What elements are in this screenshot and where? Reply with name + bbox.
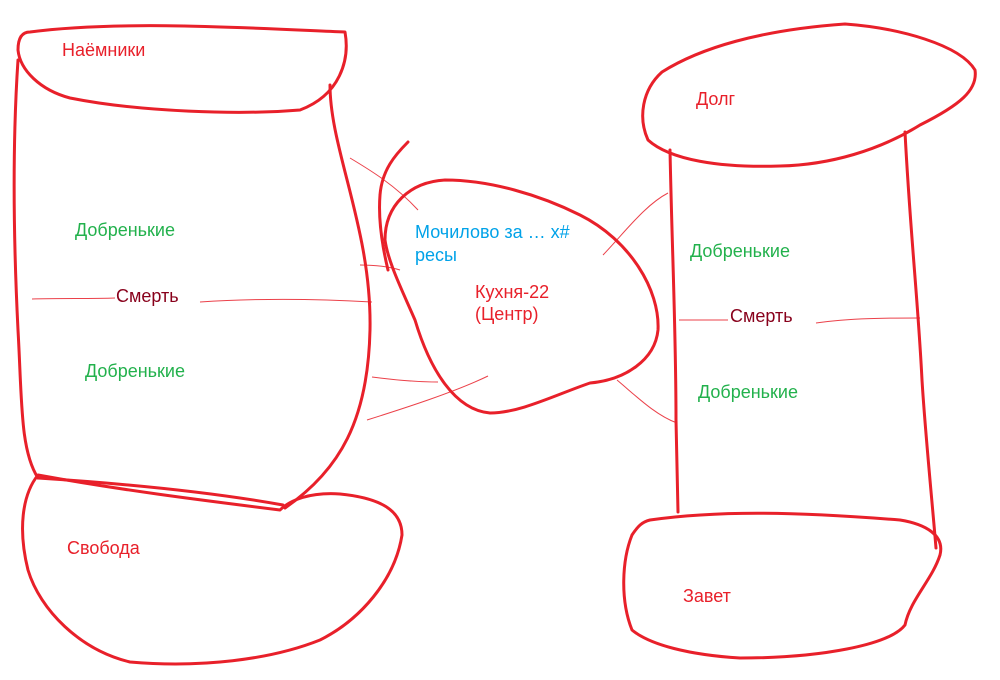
- left-bottom-blob: [21, 473, 404, 666]
- center-title: Кухня-22: [475, 282, 550, 302]
- center-blob: [383, 178, 660, 415]
- right-column-right-edge: [903, 130, 938, 550]
- connector-right-lower: [616, 379, 678, 424]
- connector-left-lower-2: [366, 375, 489, 421]
- right-divider-line-b: [815, 317, 921, 324]
- left-lower-zone-label: Добренькие: [85, 361, 185, 381]
- center-subtitle: (Центр): [475, 304, 539, 324]
- right-divider-label: Смерть: [730, 306, 793, 326]
- right-upper-zone-label: Добренькие: [690, 241, 790, 261]
- center-hook: [378, 140, 410, 272]
- right-top-label: Долг: [696, 89, 736, 109]
- left-divider-line-b: [199, 298, 373, 303]
- left-top-label: Наёмники: [62, 40, 146, 60]
- right-column-left-edge: [668, 148, 680, 514]
- left-divider-line-a: [31, 297, 116, 300]
- connector-left-upper: [349, 157, 419, 211]
- left-bottom-label: Свобода: [67, 538, 140, 558]
- connector-left-mid: [359, 264, 401, 271]
- center-top-line-2: ресы: [415, 245, 457, 265]
- left-top-blob: [16, 24, 348, 114]
- right-bottom-label: Завет: [683, 586, 731, 606]
- right-top-blob: [641, 22, 977, 168]
- left-column-right-edge: [283, 83, 372, 510]
- connector-right-upper: [602, 192, 669, 256]
- right-bottom-blob: [622, 511, 943, 660]
- right-lower-zone-label: Добренькие: [698, 382, 798, 402]
- connector-left-lower-1: [371, 376, 439, 383]
- left-column-outline: [12, 58, 40, 480]
- left-divider-label: Смерть: [116, 286, 179, 306]
- center-top-line-1: Мочилово за … х#: [415, 222, 570, 242]
- left-upper-zone-label: Добренькие: [75, 220, 175, 240]
